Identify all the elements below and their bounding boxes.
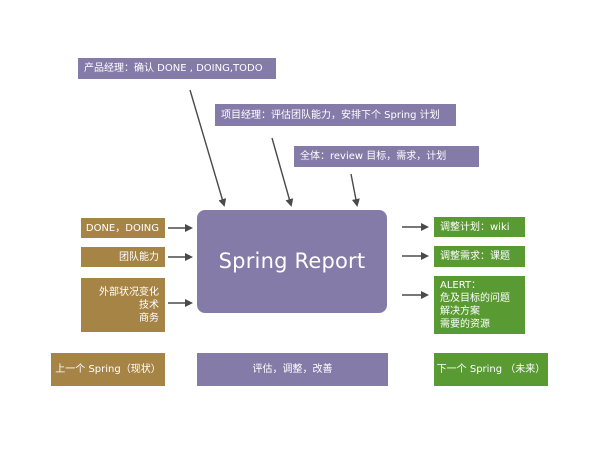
team-capacity-label: 团队能力	[119, 251, 159, 263]
alert-resource-line: 需要的资源	[440, 319, 490, 330]
project-manager-label: 项目经理：评估团队能力，安排下个 Spring 计划	[221, 109, 440, 121]
all-members-label: 全体：review 目标，需求，计划	[300, 151, 447, 162]
alert-issue-line: 危及目标的问题	[440, 293, 510, 304]
next-spring-box: 下一个 Spring （未来）	[434, 353, 548, 386]
external-change-line: 外部状况变化	[99, 286, 159, 298]
process-label: 评估，调整，改善	[252, 364, 333, 375]
alert-solution-line: 解决方案	[440, 306, 480, 317]
adjust-plan-label: 调整计划：wiki	[440, 221, 510, 233]
previous-spring-box: 上一个 Spring（现状）	[51, 353, 165, 386]
product-manager-box: 产品经理：确认 DONE , DOING,TODO	[78, 58, 276, 79]
status-input-label: DONE，DOING	[85, 222, 159, 234]
adjust-plan-box: 调整计划：wiki	[434, 217, 525, 237]
project-manager-arrow	[271, 137, 294, 207]
status-input-box: DONE，DOING	[81, 218, 165, 238]
all-members-box: 全体：review 目标，需求，计划	[294, 146, 479, 167]
external-business-line: 商务	[139, 312, 159, 324]
all-members-arrow	[350, 173, 360, 207]
adjust-requirements-box: 调整需求：课题	[434, 246, 525, 267]
project-manager-box: 项目经理：评估团队能力，安排下个 Spring 计划	[215, 104, 456, 126]
adjust-requirements-label: 调整需求：课题	[440, 251, 510, 262]
process-box: 评估，调整，改善	[197, 353, 388, 386]
spring-report-box: Spring Report	[197, 210, 387, 313]
next-spring-label: 下一个 Spring （未来）	[436, 364, 546, 375]
pm-arrow	[189, 89, 227, 207]
external-tech-line: 技术	[139, 299, 159, 311]
alert-title-line: ALERT：	[440, 280, 482, 291]
team-capacity-box: 团队能力	[81, 247, 165, 267]
alert-box: ALERT： 危及目标的问题 解决方案 需要的资源	[434, 276, 525, 334]
external-change-box: 外部状况变化 技术 商务	[81, 278, 165, 332]
spring-report-title: Spring Report	[218, 249, 366, 273]
product-manager-label: 产品经理：确认 DONE , DOING,TODO	[84, 63, 263, 74]
previous-spring-label: 上一个 Spring（现状）	[55, 364, 161, 375]
